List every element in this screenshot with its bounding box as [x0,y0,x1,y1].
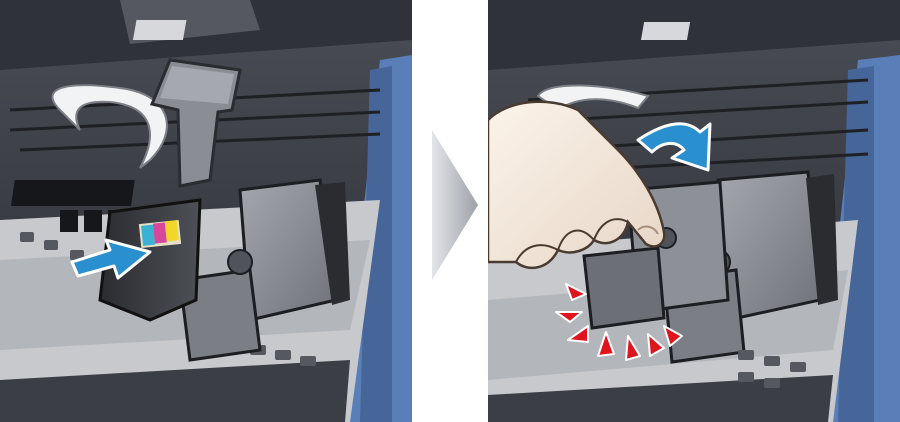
step-lock-cartridge-illustration [488,0,900,422]
printer-interior-drawing-locked [488,0,900,422]
closed-lock-cover [584,248,664,328]
next-step-chevron-icon [432,130,478,280]
color-label [141,225,155,246]
printer-interior-drawing [0,0,412,422]
step-insert-cartridge-illustration [0,0,412,422]
